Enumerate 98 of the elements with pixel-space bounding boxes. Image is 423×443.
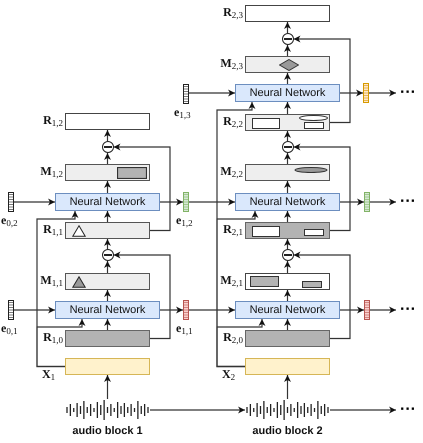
arrow xyxy=(284,290,291,301)
math-label: R$_{1,2}$ xyxy=(43,114,63,126)
feature-box xyxy=(245,5,330,22)
arrow xyxy=(36,211,78,368)
feature-box xyxy=(65,222,150,239)
arrow xyxy=(189,90,235,96)
arrow xyxy=(114,144,171,232)
arrow xyxy=(370,306,396,314)
arrow xyxy=(14,306,55,314)
embedding-vector xyxy=(183,84,189,104)
arrow xyxy=(284,261,291,273)
feature-box xyxy=(245,114,330,131)
arrow xyxy=(216,102,256,368)
arrow xyxy=(284,181,291,193)
input-box xyxy=(65,358,150,375)
embedding-vector xyxy=(364,300,370,320)
network-box: Neural Network xyxy=(235,193,340,211)
arrow xyxy=(160,198,183,206)
embedding-vector xyxy=(8,300,14,320)
arrow xyxy=(150,406,245,414)
node-label: audio block 2 xyxy=(252,426,323,437)
arrow xyxy=(284,22,291,33)
waveform-drawing xyxy=(245,399,330,421)
math-label: R$_{2,1}$ xyxy=(223,222,243,234)
network-box: Neural Network xyxy=(55,301,160,319)
ellipsis: ··· xyxy=(396,401,420,419)
arrow xyxy=(294,144,351,232)
arrow xyxy=(369,90,396,96)
arrow xyxy=(189,306,235,314)
arrow xyxy=(284,102,291,114)
math-label: e$_{1,1}$ xyxy=(176,322,193,334)
arrow xyxy=(104,261,111,273)
math-label: X$_{2}$ xyxy=(222,368,236,380)
network-box: Neural Network xyxy=(235,301,340,319)
feature-box xyxy=(245,330,330,347)
arrow xyxy=(189,198,235,206)
feature-box xyxy=(65,330,150,347)
math-label: e$_{0,1}$ xyxy=(1,322,18,334)
embedding-vector xyxy=(363,83,369,103)
arrow xyxy=(104,290,111,301)
ellipsis: ··· xyxy=(396,84,420,102)
node-label: audio block 1 xyxy=(72,426,143,437)
math-label: M$_{2,3}$ xyxy=(220,56,243,68)
feature-box xyxy=(245,222,330,239)
math-label: R$_{1,1}$ xyxy=(43,222,63,234)
embedding-vector xyxy=(183,300,189,320)
math-label: e$_{1,3}$ xyxy=(174,106,191,118)
arrow xyxy=(284,73,291,84)
arrow xyxy=(104,319,111,330)
math-label: M$_{2,2}$ xyxy=(220,164,243,176)
arrow xyxy=(104,181,111,193)
math-label: R$_{2,0}$ xyxy=(223,330,243,342)
embedding-vector xyxy=(8,192,14,212)
math-label: e$_{1,2}$ xyxy=(176,214,193,226)
network-box: Neural Network xyxy=(55,193,160,211)
arrow xyxy=(340,90,363,96)
math-label: M$_{2,1}$ xyxy=(220,274,243,286)
arrow xyxy=(284,239,291,249)
embedding-vector xyxy=(183,192,189,212)
math-label: e$_{0,2}$ xyxy=(1,214,18,226)
arrow xyxy=(104,239,111,249)
ellipsis: ··· xyxy=(396,301,420,319)
math-label: M$_{1,1}$ xyxy=(40,274,63,286)
feature-box xyxy=(245,56,330,73)
arrow xyxy=(104,211,111,222)
arrow xyxy=(284,211,291,222)
feature-box xyxy=(65,273,150,290)
arrow xyxy=(284,319,291,330)
arrow xyxy=(104,375,111,399)
arrow xyxy=(340,198,364,206)
arrow xyxy=(14,198,55,206)
math-label: M$_{1,2}$ xyxy=(40,164,63,176)
arrow xyxy=(114,252,171,340)
math-label: R$_{2,3}$ xyxy=(223,6,243,18)
feature-box xyxy=(65,164,150,181)
arrow xyxy=(294,252,351,340)
network-box: Neural Network xyxy=(235,84,340,102)
arrow xyxy=(330,406,396,414)
feature-box xyxy=(245,273,330,290)
arrow xyxy=(284,375,291,399)
arrow xyxy=(370,198,396,206)
feature-box xyxy=(65,113,150,130)
math-label: X$_{1}$ xyxy=(42,368,56,380)
feature-box xyxy=(245,164,330,181)
arrow xyxy=(160,306,183,314)
math-label: R$_{2,2}$ xyxy=(223,114,243,126)
arrow xyxy=(284,153,291,164)
arrow xyxy=(340,306,364,314)
arrow xyxy=(104,130,111,141)
embedding-vector xyxy=(364,192,370,212)
arrow xyxy=(104,153,111,164)
arrow xyxy=(294,36,351,124)
ellipsis: ··· xyxy=(396,193,420,211)
arrow xyxy=(284,131,291,141)
input-box xyxy=(245,358,330,375)
waveform-drawing xyxy=(65,399,150,421)
math-label: R$_{1,0}$ xyxy=(43,330,63,342)
arrow xyxy=(284,45,291,56)
